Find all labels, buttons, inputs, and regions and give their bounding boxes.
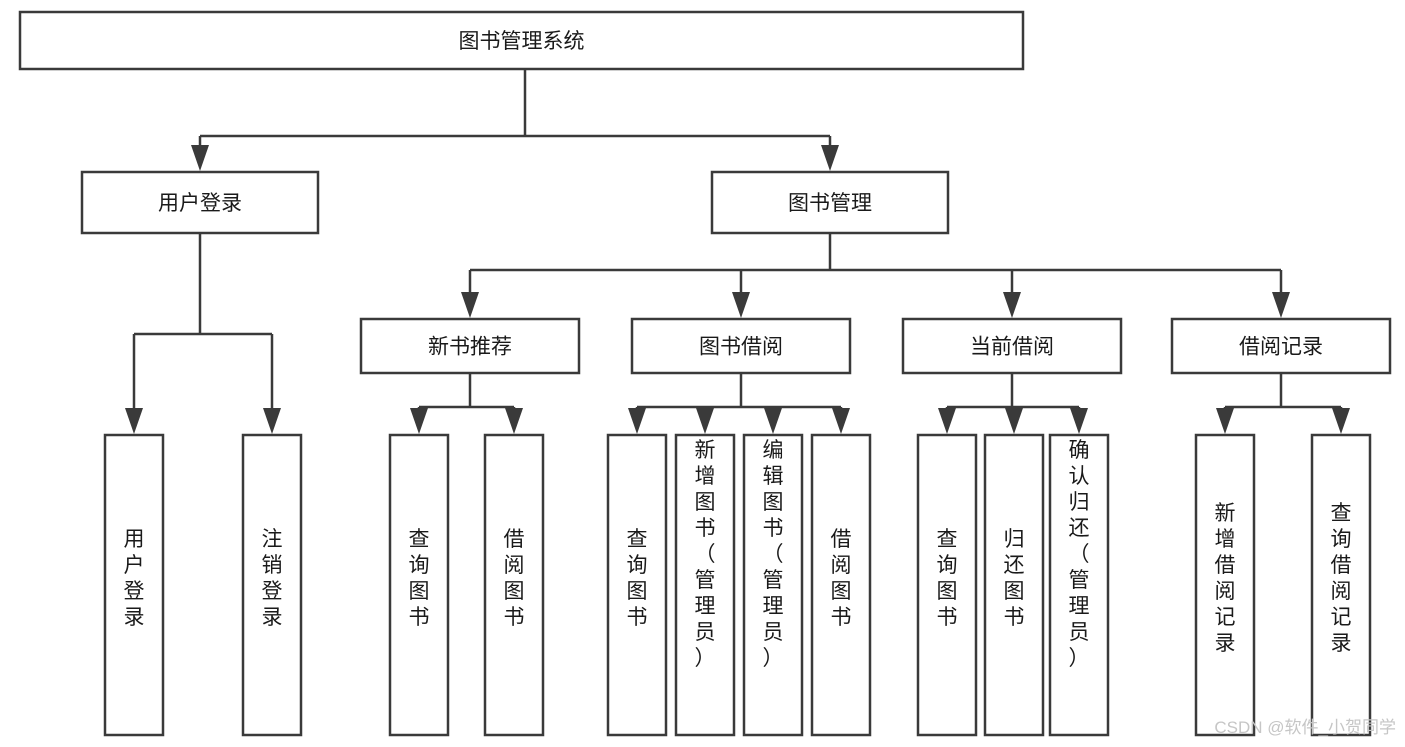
- node-label-current-borrow: 当前借阅: [970, 336, 1054, 359]
- node-label-leaf-user-login: 用户登录: [124, 528, 145, 629]
- node-label-leaf-logout-login: 注销登录: [262, 528, 283, 629]
- node-leaf-confirm-return-admin[interactable]: 确认归还（管理员）: [1048, 433, 1110, 737]
- node-label-borrow-records: 借阅记录: [1239, 336, 1323, 359]
- node-leaf-add-borrow-record[interactable]: 新增借阅记录: [1194, 433, 1256, 737]
- node-box-borrow-records: [1170, 317, 1392, 375]
- node-leaf-return-books[interactable]: 归还图书: [983, 433, 1045, 737]
- node-box-leaf-query-books-borrow: [606, 433, 668, 737]
- node-label-leaf-add-book-admin: 新增图书（管理员）: [695, 439, 716, 670]
- node-leaf-borrow-books-recommend[interactable]: 借阅图书: [483, 433, 545, 737]
- node-label-leaf-query-borrow-record: 查询借阅记录: [1331, 502, 1352, 655]
- node-box-leaf-confirm-return-admin: [1048, 433, 1110, 737]
- node-label-new-book-recommend: 新书推荐: [428, 336, 512, 359]
- node-new-book-recommend[interactable]: 新书推荐: [359, 317, 581, 375]
- node-box-leaf-query-books-recommend: [388, 433, 450, 737]
- node-label-leaf-query-books-recommend: 查询图书: [409, 528, 430, 629]
- node-label-leaf-query-books-current: 查询图书: [937, 528, 958, 629]
- node-box-leaf-query-borrow-record: [1310, 433, 1372, 737]
- node-box-new-book-recommend: [359, 317, 581, 375]
- node-leaf-query-books-recommend[interactable]: 查询图书: [388, 433, 450, 737]
- csdn-watermark: CSDN @软件_小贺同学: [1214, 718, 1396, 737]
- node-book-borrow[interactable]: 图书借阅: [630, 317, 852, 375]
- node-borrow-records[interactable]: 借阅记录: [1170, 317, 1392, 375]
- node-label-user-login: 用户登录: [158, 192, 242, 215]
- node-box-leaf-edit-book-admin: [742, 433, 804, 737]
- node-box-leaf-query-books-current: [916, 433, 978, 737]
- node-leaf-borrow-books-borrow[interactable]: 借阅图书: [810, 433, 872, 737]
- node-box-leaf-add-borrow-record: [1194, 433, 1256, 737]
- node-box-book-borrow: [630, 317, 852, 375]
- node-label-leaf-borrow-books-recommend: 借阅图书: [504, 528, 525, 629]
- node-leaf-add-book-admin[interactable]: 新增图书（管理员）: [674, 433, 736, 737]
- node-label-leaf-confirm-return-admin: 确认归还（管理员）: [1069, 439, 1090, 670]
- node-box-current-borrow: [901, 317, 1123, 375]
- node-label-leaf-return-books: 归还图书: [1004, 528, 1025, 629]
- connector-layer: [125, 69, 1350, 434]
- node-box-book-management: [710, 170, 950, 235]
- node-label-leaf-edit-book-admin: 编辑图书（管理员）: [763, 439, 784, 670]
- node-label-book-borrow: 图书借阅: [699, 336, 783, 359]
- node-leaf-query-borrow-record[interactable]: 查询借阅记录: [1310, 433, 1372, 737]
- node-label-leaf-borrow-books-borrow: 借阅图书: [831, 528, 852, 629]
- node-leaf-user-login[interactable]: 用户登录: [103, 433, 165, 737]
- node-leaf-logout-login[interactable]: 注销登录: [241, 433, 303, 737]
- node-box-leaf-borrow-books-recommend: [483, 433, 545, 737]
- node-box-leaf-logout-login: [241, 433, 303, 737]
- node-label-root: 图书管理系统: [459, 30, 585, 53]
- node-label-book-management: 图书管理: [788, 192, 872, 215]
- node-box-leaf-return-books: [983, 433, 1045, 737]
- node-label-leaf-query-books-borrow: 查询图书: [627, 528, 648, 629]
- node-box-leaf-borrow-books-borrow: [810, 433, 872, 737]
- node-book-management[interactable]: 图书管理: [710, 170, 950, 235]
- node-leaf-query-books-borrow[interactable]: 查询图书: [606, 433, 668, 737]
- node-label-leaf-add-borrow-record: 新增借阅记录: [1215, 502, 1236, 655]
- node-box-root: [18, 10, 1025, 71]
- node-leaf-query-books-current[interactable]: 查询图书: [916, 433, 978, 737]
- node-layer: 图书管理系统用户登录图书管理新书推荐图书借阅当前借阅借阅记录用户登录注销登录查询…: [18, 10, 1392, 737]
- node-user-login[interactable]: 用户登录: [80, 170, 320, 235]
- node-box-leaf-user-login: [103, 433, 165, 737]
- node-box-leaf-add-book-admin: [674, 433, 736, 737]
- node-root[interactable]: 图书管理系统: [18, 10, 1025, 71]
- node-leaf-edit-book-admin[interactable]: 编辑图书（管理员）: [742, 433, 804, 737]
- node-box-user-login: [80, 170, 320, 235]
- node-current-borrow[interactable]: 当前借阅: [901, 317, 1123, 375]
